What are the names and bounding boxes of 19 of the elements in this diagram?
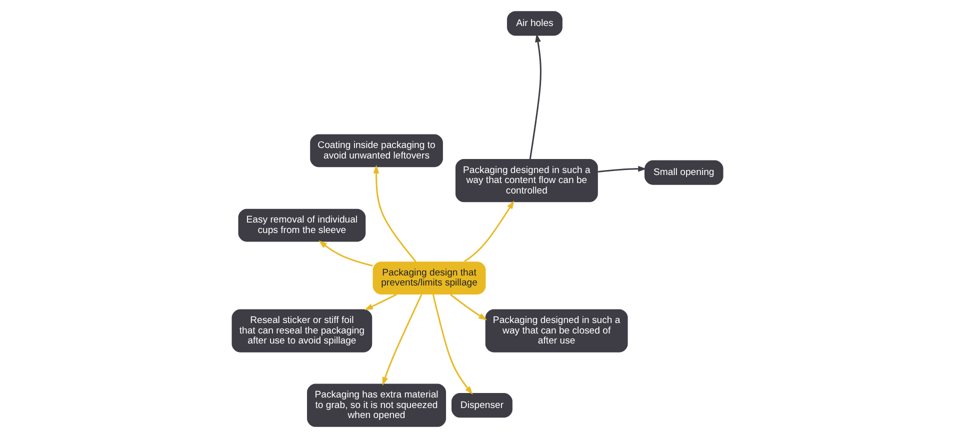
arrow (382, 294, 422, 386)
arrow (364, 294, 396, 310)
node-box: Packaging has extra material to grab, so it is not squeezed when opened (306, 384, 446, 427)
node-box: Packaging designed in such a way that content flow can be controlled (454, 159, 598, 202)
arrow (432, 294, 472, 395)
arrow (372, 164, 416, 262)
node-box: Small opening (644, 160, 723, 185)
node-box: Reseal sticker or stiff foil that can reseal the packaging after use to avoid spillage (231, 309, 372, 352)
node-box: Packaging designed in such a way that can be closed of after use (484, 309, 628, 352)
node-box: Dispenser (451, 393, 512, 418)
node-box: Easy removal of individual cups from the sleeve (238, 208, 366, 242)
arrow (597, 166, 646, 172)
node-box: Coating inside packaging to avoid unwanted leftovers (310, 134, 442, 168)
node-box: Air holes (506, 11, 562, 36)
node-box: Packaging design that prevents/limits spillage (372, 262, 486, 294)
arrow (318, 240, 372, 266)
arrow (449, 294, 487, 320)
arrow (528, 34, 541, 160)
arrow (464, 200, 514, 262)
